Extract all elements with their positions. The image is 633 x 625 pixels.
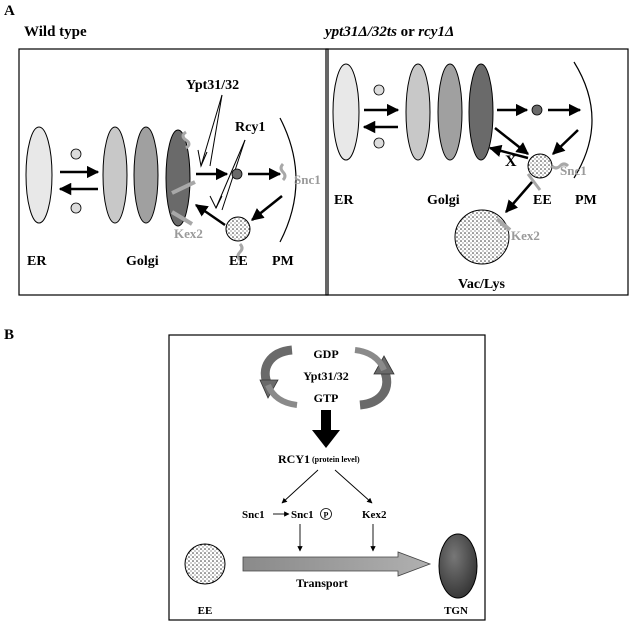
secretory-vesicle [531, 104, 543, 116]
ee-label: EE [533, 193, 552, 208]
plasma-membrane [573, 61, 593, 179]
cycle-arrow-right [359, 368, 392, 410]
snc1-label: Snc1 [294, 172, 321, 187]
cycle-arrow-bottom [265, 383, 298, 408]
mutant-title: ypt31Δ/32ts or rcy1Δ [323, 24, 454, 40]
snc1-ee-marker [550, 162, 570, 170]
kex2-marker [170, 210, 194, 226]
snc1-label: Snc1 [242, 509, 265, 521]
golgi-medial [133, 126, 159, 224]
snc1-pm-marker [279, 162, 287, 182]
tgn-compartment [438, 533, 478, 599]
golgi-label: Golgi [427, 193, 460, 208]
snc1p-label: Snc1 [291, 509, 314, 521]
tgn-label: TGN [444, 605, 468, 617]
snc1-ee-marker [236, 242, 244, 262]
transport-arrow [242, 551, 432, 577]
er-compartment [332, 63, 360, 161]
vesicle [70, 202, 82, 214]
ypt31-32-label: Ypt31/32 [303, 369, 349, 383]
ee-to-vacuole-arrow [505, 181, 533, 213]
golgi-cis [102, 126, 128, 224]
pm-label: PM [272, 254, 294, 269]
golgi-to-ee-arrow [494, 127, 529, 155]
plasma-membrane [279, 117, 297, 243]
kex2-ee-marker [526, 173, 542, 191]
mutant-title-part1: ypt31Δ/32ts [323, 24, 397, 40]
gdp-label: GDP [313, 347, 338, 361]
mutant-title-part3: rcy1Δ [418, 24, 454, 40]
cycle-arrow-top [354, 347, 387, 372]
kex2-label: Kex2 [174, 226, 203, 241]
rcy1-pointer-head [209, 195, 223, 210]
er-compartment [25, 126, 53, 224]
rcy1-pointer [215, 139, 246, 209]
vesicle [373, 84, 385, 96]
mutant-title-part2: or [397, 24, 418, 40]
early-endosome [527, 153, 553, 179]
activation-arrow-shaft [321, 410, 331, 434]
ypt-pointer [200, 94, 223, 167]
rcy1-to-kex2-arrow [334, 469, 373, 504]
activation-arrowhead [312, 430, 340, 448]
mutant-box [325, 48, 629, 296]
transport-label: Transport [296, 576, 348, 590]
panel-b-letter: B [4, 327, 14, 343]
wild-type-title: Wild type [24, 24, 87, 40]
rcy1-label: Rcy1 [235, 120, 265, 135]
panel-b-box [168, 334, 486, 621]
snc1-marker [181, 130, 191, 150]
rcy1-label: RCY1 [278, 452, 310, 466]
gtp-label: GTP [314, 391, 339, 405]
vesicle [373, 137, 385, 149]
phosphate-circle [320, 508, 332, 520]
ee-label: EE [198, 605, 213, 617]
kex2-label: Kex2 [362, 509, 387, 521]
ee-label: EE [229, 254, 248, 269]
golgi-label: Golgi [126, 254, 159, 269]
er-label: ER [27, 254, 47, 269]
kex2-marker [171, 180, 196, 195]
ee-to-golgi-arrow [194, 203, 226, 227]
kex2-vac-marker [495, 217, 512, 232]
early-endosome [225, 216, 251, 242]
vac-lys-label: Vac/Lys [458, 277, 505, 292]
golgi-trans [165, 129, 191, 227]
early-endosome [184, 543, 226, 585]
secretory-vesicle [231, 168, 243, 180]
blocked-recycling-arrow [488, 144, 529, 160]
pm-to-ee-arrow [251, 195, 283, 221]
ypt-pointer [209, 94, 223, 167]
rcy1-label-text: RCY1 [278, 452, 310, 466]
vesicle [70, 148, 82, 160]
pm-to-ee-arrow [552, 129, 579, 155]
ypt31-32-label: Ypt31/32 [186, 78, 239, 93]
ypt-pointer-head [197, 149, 208, 168]
vacuole-lysosome [454, 209, 510, 265]
snc1-label: Snc1 [560, 163, 587, 178]
kex2-label: Kex2 [511, 228, 540, 243]
golgi-medial [437, 63, 463, 161]
er-label: ER [334, 193, 354, 208]
rcy1-protein-level-note: (protein level) [312, 455, 360, 464]
panel-a-letter: A [4, 3, 15, 19]
phosphate-label: P [324, 511, 329, 520]
golgi-cis [405, 63, 431, 161]
pm-label: PM [575, 193, 597, 208]
rcy1-to-snc1p-arrow [281, 469, 319, 504]
block-mark: X [505, 153, 517, 170]
wild-type-box [18, 48, 329, 296]
golgi-trans [468, 63, 494, 161]
